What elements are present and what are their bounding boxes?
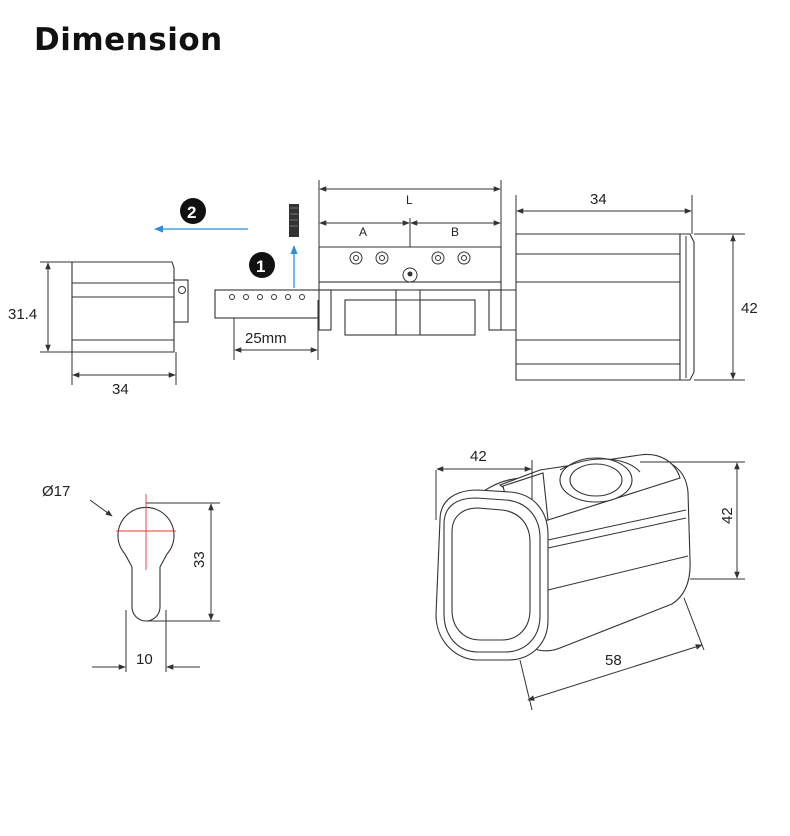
grub-screw-icon (289, 204, 299, 237)
step-2-indicator: 2 (154, 198, 248, 233)
step-2-label: 2 (187, 203, 196, 222)
hole-diameter-label: Ø17 (42, 483, 70, 500)
isometric-unit-drawing: 42 42 58 (435, 448, 745, 711)
step-2-badge (180, 198, 206, 224)
side-b-label: B (451, 225, 459, 239)
iso-height-label: 42 (719, 507, 736, 524)
step-1-label: 1 (256, 257, 265, 276)
iso-width-label: 42 (470, 448, 487, 465)
step-1-indicator: 1 (249, 204, 299, 288)
spindle-drawing: 25mm (214, 289, 323, 360)
page-title: Dimension (34, 22, 223, 58)
cylinder-drawing: L A B (318, 180, 502, 336)
right-unit-drawing: 34 42 (501, 191, 758, 381)
unit-width-label: 34 (590, 191, 607, 208)
iso-depth-label: 58 (605, 652, 622, 669)
knob-height-label: 31.4 (8, 306, 37, 323)
spindle-length-label: 25mm (245, 330, 287, 347)
hole-height-label: 33 (191, 551, 208, 568)
knob-width-label: 34 (112, 381, 129, 398)
left-knob-drawing: 31.4 34 (8, 261, 189, 398)
keyhole-profile-drawing: Ø17 33 10 (42, 483, 220, 672)
overall-length-label: L (406, 193, 413, 207)
hole-width-label: 10 (136, 651, 153, 668)
step-1-badge (249, 252, 275, 278)
side-a-label: A (359, 225, 367, 239)
unit-height-label: 42 (741, 300, 758, 317)
